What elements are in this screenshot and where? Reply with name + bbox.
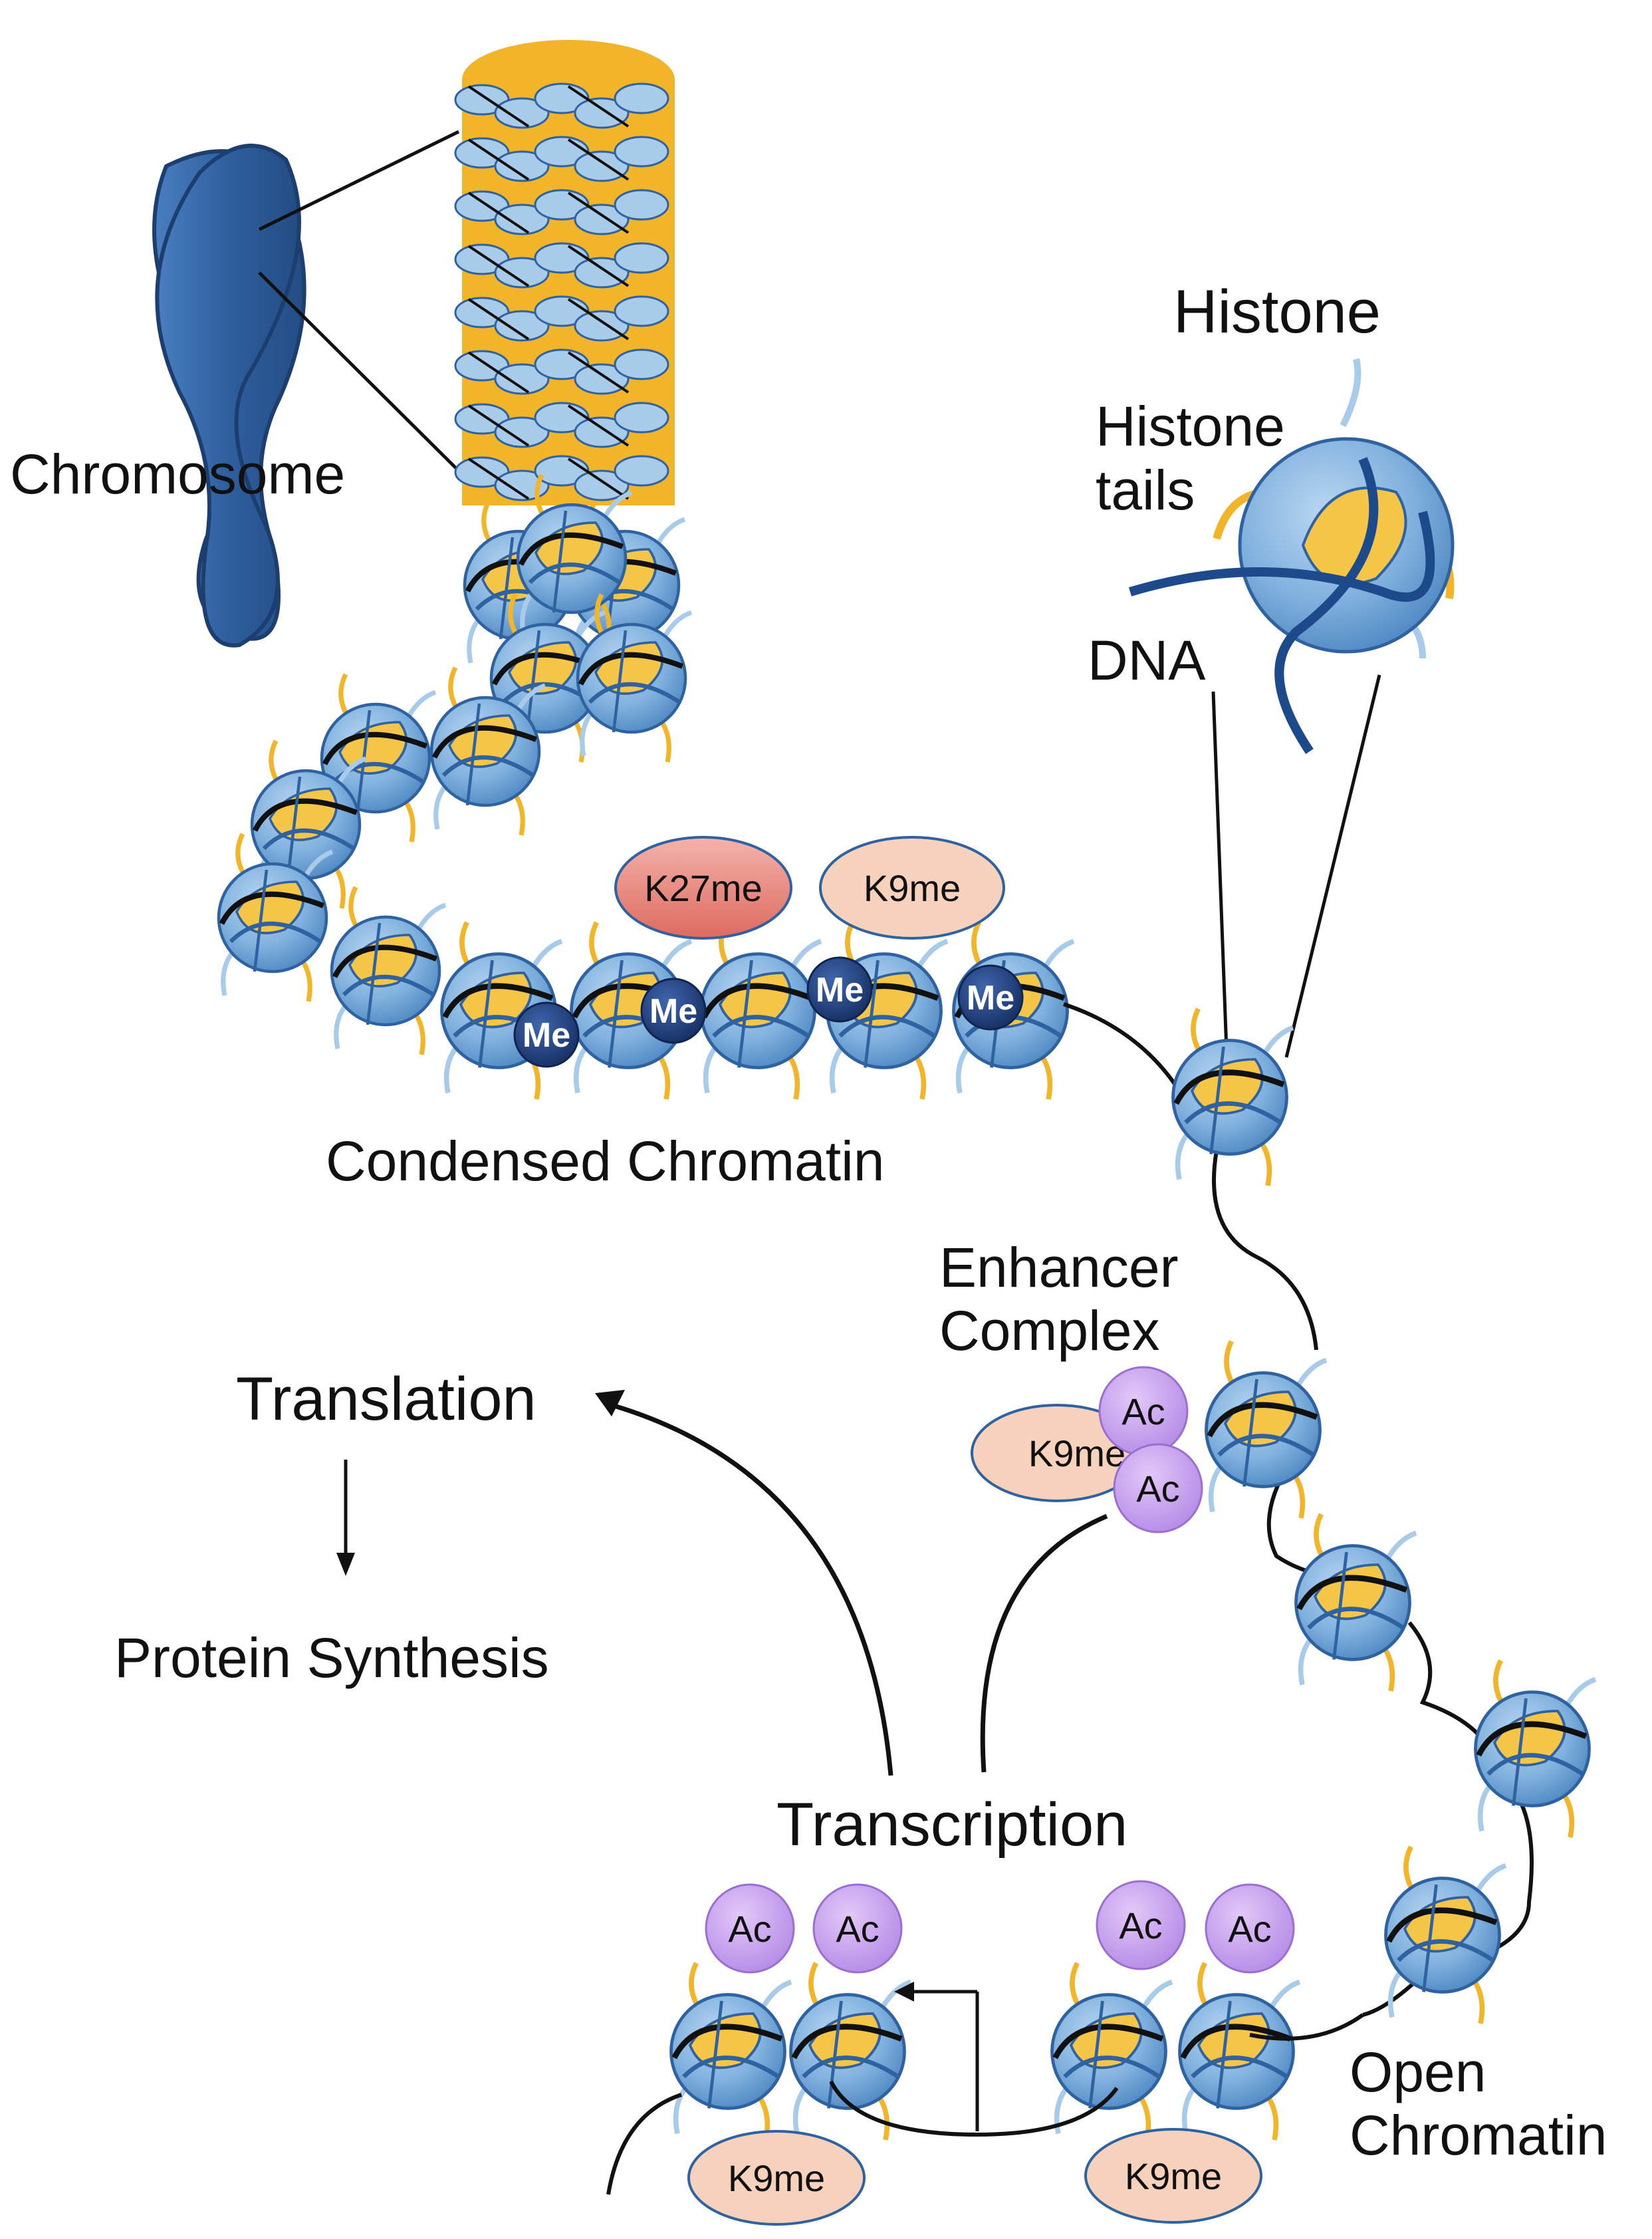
label-transcription: Transcription (776, 1791, 1127, 1859)
chromosome-zoom-line-bottom (258, 271, 460, 472)
label-protein-synthesis: Protein Synthesis (114, 1627, 549, 1689)
histone-zoom-line-right (1284, 674, 1381, 1058)
k9me-badge-tx-1: K9me (687, 2130, 866, 2226)
svg-text:Ac: Ac (1136, 1468, 1179, 1510)
ac-mark-tx-4: Ac (1205, 1883, 1295, 1974)
svg-text:Me: Me (967, 979, 1014, 1017)
arrow-transcription-to-translation (604, 1400, 893, 1776)
label-histone: Histone (1173, 278, 1381, 346)
svg-text:Me: Me (523, 1016, 570, 1055)
arrowhead-translation (595, 1390, 625, 1416)
svg-text:Ac: Ac (1121, 1390, 1165, 1432)
ac-mark-enhancer-1: Ac (1098, 1366, 1189, 1456)
k27me-badge: K27me (614, 836, 792, 940)
ac-mark-enhancer-2: Ac (1113, 1443, 1203, 1533)
promoter-arrowhead (894, 1982, 914, 2002)
svg-text:Ac: Ac (1228, 1908, 1271, 1950)
chromosome-icon (152, 144, 306, 648)
chromatin-fiber (454, 40, 676, 507)
line-enhancer-to-transcription (980, 1514, 1108, 1773)
svg-text:K9me: K9me (864, 867, 961, 909)
svg-text:Me: Me (816, 971, 864, 1009)
me-mark-1: Me (513, 1001, 580, 1068)
histone-detail (1128, 358, 1455, 754)
svg-text:Ac: Ac (728, 1908, 771, 1950)
me-mark-2: Me (640, 978, 707, 1044)
label-open-1: Open (1350, 2041, 1486, 2103)
svg-text:K9me: K9me (728, 2157, 825, 2199)
histone-zoom-line-left (1211, 691, 1229, 1051)
k9me-badge-enhancer: K9me (971, 1404, 1143, 1502)
label-histone-tails-1: Histone (1096, 395, 1285, 458)
label-translation: Translation (236, 1365, 536, 1433)
k9me-badge-tx-2: K9me (1084, 2128, 1262, 2224)
chromosome-zoom-line-top (258, 130, 460, 231)
ac-mark-tx-3: Ac (1096, 1880, 1186, 1970)
label-histone-tails-2: tails (1096, 459, 1195, 521)
label-chromosome: Chromosome (10, 443, 345, 505)
label-enhancer-1: Enhancer (939, 1236, 1179, 1299)
svg-text:Me: Me (649, 992, 697, 1031)
ac-mark-tx-1: Ac (705, 1883, 795, 1974)
transcription-nucleosomes (671, 1963, 1300, 2140)
ac-mark-tx-2: Ac (812, 1883, 903, 1974)
label-dna: DNA (1088, 629, 1205, 692)
dna-linker (1063, 1002, 1534, 2017)
svg-text:K27me: K27me (644, 867, 762, 909)
svg-text:K9me: K9me (1125, 2155, 1222, 2197)
svg-text:Ac: Ac (836, 1908, 879, 1950)
dna-transcription (606, 2013, 1364, 2195)
label-condensed-chromatin: Condensed Chromatin (326, 1130, 885, 1192)
k9me-badge-condensed: K9me (819, 836, 1005, 940)
label-enhancer-2: Complex (939, 1299, 1159, 1362)
svg-text:Ac: Ac (1119, 1905, 1162, 1946)
me-mark-3: Me (806, 956, 873, 1023)
arrowhead-protein (336, 1553, 355, 1576)
label-open-2: Chromatin (1350, 2104, 1607, 2167)
me-mark-4: Me (957, 964, 1024, 1031)
